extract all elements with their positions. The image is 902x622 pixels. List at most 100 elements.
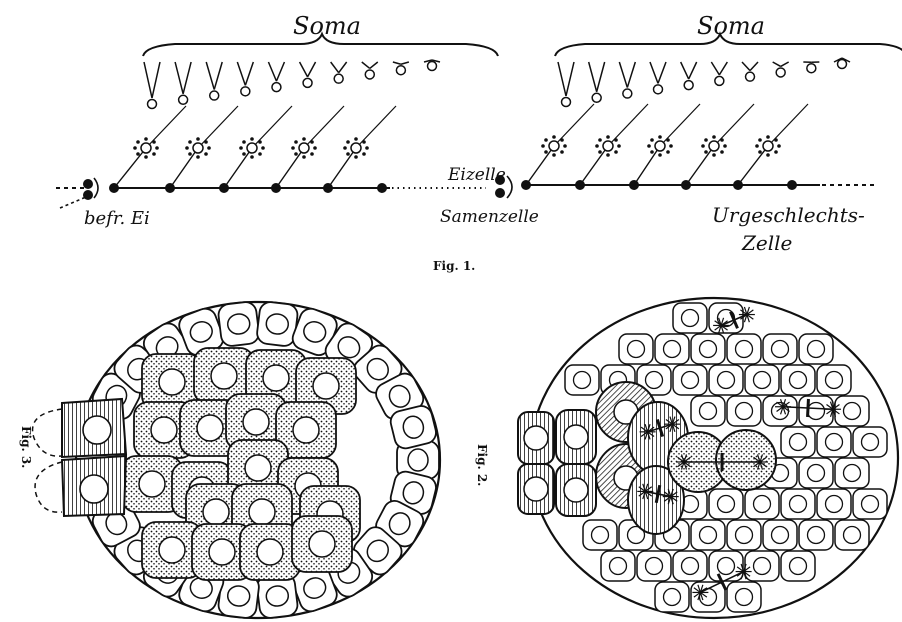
cell-nucleus: [736, 527, 753, 544]
centrosome-dot: [650, 150, 654, 154]
soma-cell: [396, 66, 405, 75]
soma-ray: [650, 62, 658, 83]
centrosome-dot: [185, 146, 189, 150]
caption-fig-2: Fig. 2.: [475, 444, 489, 486]
centrosome-dot: [701, 144, 705, 148]
centrosome-dot: [242, 152, 246, 156]
centrosome-dot: [544, 150, 548, 154]
soma-ray: [619, 62, 627, 88]
cell-nucleus: [211, 363, 237, 389]
dividing-cell: [247, 143, 257, 153]
cell-nucleus: [592, 527, 609, 544]
centrosome-dot: [133, 146, 137, 150]
centrosome-dot: [354, 155, 358, 159]
soma-cell: [684, 81, 693, 90]
cell-nucleus: [159, 537, 185, 563]
cell-nucleus: [263, 365, 289, 391]
cell-nucleus: [628, 341, 645, 358]
cell-nucleus: [808, 403, 825, 420]
cell-nucleus: [844, 465, 861, 482]
cell-nucleus: [574, 372, 591, 389]
cell-lineage-line: [146, 106, 186, 148]
soma-ray: [781, 62, 789, 66]
soma-ray: [331, 62, 339, 73]
figure-1-germline-diagram: Soma Soma befr. Ei Eizelle Samenzelle Ur…: [56, 12, 902, 273]
cell-lineage-line: [224, 148, 252, 188]
soma-cell: [715, 76, 724, 85]
cell-nucleus: [736, 589, 753, 606]
cell-nucleus: [736, 403, 753, 420]
cell-lineage-line: [526, 146, 554, 185]
centrosome-dot: [302, 137, 306, 141]
centrosome-dot: [261, 146, 265, 150]
dividing-cell: [193, 143, 203, 153]
centrosome-dot: [343, 146, 347, 150]
cell-nucleus: [844, 403, 861, 420]
centrosome-dot: [354, 137, 358, 141]
soma-cell: [807, 64, 816, 73]
cell-lineage-line: [304, 106, 344, 148]
dividing-cell: [299, 143, 309, 153]
soma-cell: [241, 87, 250, 96]
cell-lineage-line: [686, 146, 714, 185]
cell-nucleus: [718, 496, 735, 513]
centrosome-dot: [712, 135, 716, 139]
cell-lineage-line: [554, 104, 594, 146]
soma-cell: [776, 68, 785, 77]
soma-cell: [179, 95, 188, 104]
centrosome-dot: [310, 140, 314, 144]
cell-nucleus: [790, 496, 807, 513]
centrosome-dot: [346, 152, 350, 156]
cell-lineage-line: [580, 146, 608, 185]
cell-lineage-line: [634, 146, 660, 185]
label-urgeschlechts: Urgeschlechts-: [712, 203, 865, 227]
centrosome-dot: [758, 150, 762, 154]
centrosome-dot: [758, 138, 762, 142]
soma-ray: [152, 62, 160, 98]
soma-ray: [558, 62, 566, 96]
cell-nucleus: [646, 558, 663, 575]
soma-fan-left: [144, 60, 440, 109]
centrosome-dot: [666, 150, 670, 154]
centrosome-dot: [196, 155, 200, 159]
cell-nucleus: [718, 558, 735, 575]
centrosome-dot: [242, 140, 246, 144]
cell-nucleus: [257, 539, 283, 565]
cell-nucleus: [826, 434, 843, 451]
centrosome-dot: [658, 135, 662, 139]
centrosome-dot: [144, 155, 148, 159]
centrosome-dot: [204, 140, 208, 144]
centrosome-dot: [291, 146, 295, 150]
soma-ray: [370, 62, 378, 68]
cell-lineage-line: [114, 148, 146, 188]
centrosome-dot: [666, 138, 670, 142]
centrosome-dot: [250, 137, 254, 141]
centrosome-dot: [362, 152, 366, 156]
centrosome-dot: [606, 135, 610, 139]
soma-cell: [148, 100, 157, 109]
soma-ray: [681, 62, 689, 79]
soma-cell: [428, 62, 437, 71]
centrosome-dot: [310, 152, 314, 156]
label-zelle: Zelle: [741, 231, 792, 255]
dividing-cell: [351, 143, 361, 153]
centrosome-dot: [294, 140, 298, 144]
figure-3-embryo-section: Fig. 3.: [19, 301, 440, 619]
centrosome-dot: [152, 140, 156, 144]
soma-ray: [237, 62, 245, 85]
soma-cell: [746, 72, 755, 81]
centrosome-dot: [239, 146, 243, 150]
centrosome-dot: [720, 138, 724, 142]
centrosome-dot: [313, 146, 317, 150]
dividing-cell: [603, 141, 613, 151]
soma-ray: [773, 62, 781, 66]
cell-nucleus: [610, 558, 627, 575]
cell-lineage-line: [170, 148, 198, 188]
cell-nucleus: [772, 527, 789, 544]
centrosome-dot: [188, 140, 192, 144]
centrosome-dot: [595, 144, 599, 148]
cell-nucleus: [309, 531, 335, 557]
centrosome-dot: [204, 152, 208, 156]
soma-ray: [689, 62, 697, 79]
centrosome-dot: [541, 144, 545, 148]
